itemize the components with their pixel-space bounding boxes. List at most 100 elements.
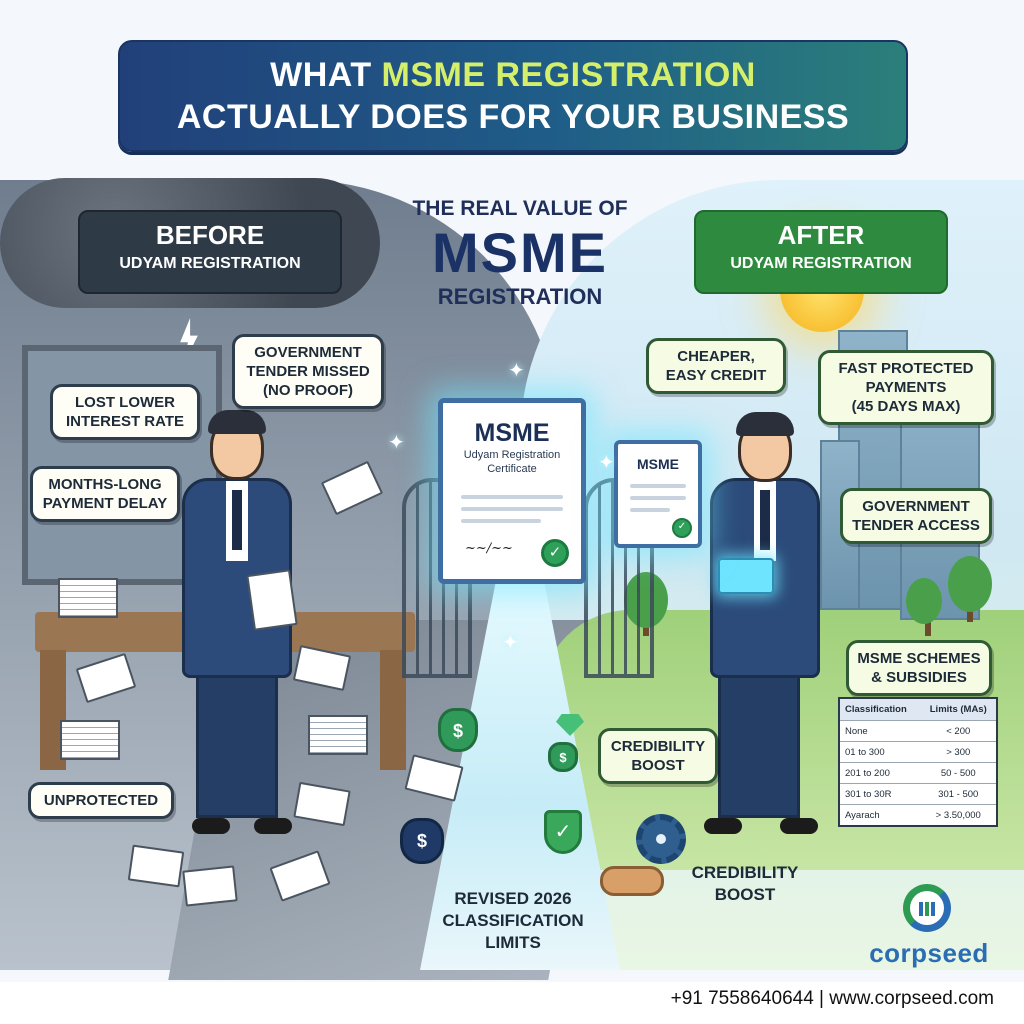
before-sublabel: UDYAM REGISTRATION <box>119 255 301 272</box>
logo-bars-icon <box>919 902 935 916</box>
shoe <box>704 818 742 834</box>
footer <box>0 982 1024 1024</box>
table-row: None < 200 <box>840 720 996 741</box>
desk-leg <box>380 650 406 770</box>
person-hair <box>736 412 794 436</box>
scattered-paper <box>182 865 238 907</box>
person-hair <box>208 410 266 434</box>
classification-table: Classification Limits (MAs) None < 200 0… <box>838 697 998 827</box>
held-paper <box>246 569 298 631</box>
person-tie <box>232 490 242 550</box>
table-cell: 50 - 500 <box>940 767 976 779</box>
tablet-icon <box>718 558 774 594</box>
text-line: CREDIBILITY <box>691 863 799 882</box>
small-certificate-title: MSME <box>637 456 679 472</box>
brand-name: corpseed <box>869 938 989 968</box>
sparkle-icon: ✦ <box>598 452 615 474</box>
msme-certificate: MSME Udyam Registration Certificate ~~/~… <box>438 398 586 584</box>
table-row: 201 to 200 50 - 500 <box>840 762 996 783</box>
money-bag-icon: $ <box>438 708 478 752</box>
fast-payments-bubble: FAST PROTECTED PAYMENTS (45 DAYS MAX) <box>818 350 994 425</box>
text-line <box>461 519 541 523</box>
paper-stack <box>308 715 368 755</box>
credibility-boost-text: CREDIBILITY BOOST <box>680 862 810 906</box>
bubble-line: MSME SCHEMES <box>857 650 981 667</box>
paper-stack <box>58 578 118 618</box>
gear-icon <box>636 814 686 864</box>
after-label: AFTER <box>777 220 865 250</box>
table-cell: 01 to 300 <box>845 746 885 758</box>
title-line-2: ACTUALLY DOES FOR YOUR BUSINESS <box>176 98 850 136</box>
table-cell: > 3.50,000 <box>935 809 981 821</box>
center-title: THE REAL VALUE OF MSME REGISTRATION <box>360 196 680 310</box>
table-cell: > 300 <box>946 746 971 758</box>
cheaper-credit-bubble: CHEAPER, EASY CREDIT <box>646 338 786 394</box>
bubble-line: GOVERNMENT <box>862 498 970 515</box>
title-line-1: WHAT MSME REGISTRATION <box>120 54 906 96</box>
table-cell: < 200 <box>946 725 971 737</box>
small-certificate: MSME ✓ <box>614 440 702 548</box>
bubble-line: PAYMENT DELAY <box>42 495 168 512</box>
shoe <box>254 818 292 834</box>
schemes-bubble: MSME SCHEMES & SUBSIDIES <box>846 640 992 696</box>
payment-delay-bubble: MONTHS-LONG PAYMENT DELAY <box>30 466 180 522</box>
check-seal-icon: ✓ <box>541 539 569 567</box>
tree-icon <box>906 578 942 624</box>
text-line <box>630 484 686 488</box>
person-tie <box>760 490 770 550</box>
title-prefix: WHAT <box>270 56 382 94</box>
table-header-row: Classification Limits (MAs) <box>840 699 996 720</box>
text-line: BOOST <box>714 885 776 904</box>
money-bag-icon: $ <box>400 818 444 864</box>
after-heading: AFTER UDYAM REGISTRATION <box>694 210 948 294</box>
bubble-line: CREDIBILITY <box>610 738 706 755</box>
bubble-line: (45 DAYS MAX) <box>851 398 961 415</box>
bubble-line: CHEAPER, <box>677 348 755 365</box>
seal-icon: ✓ <box>672 518 692 538</box>
center-title-line-1: THE REAL VALUE OF <box>412 197 628 220</box>
certificate-subtitle: Certificate <box>487 463 537 475</box>
text-line <box>461 495 563 499</box>
table-header: Limits (MAs) <box>929 704 987 715</box>
center-title-line-2: MSME <box>432 221 608 284</box>
bubble-line: & SUBSIDIES <box>871 669 967 686</box>
text-line <box>461 507 563 511</box>
shield-check-icon: ✓ <box>544 810 582 854</box>
table-header: Classification <box>845 704 907 715</box>
table-row: 301 to 30R 301 - 500 <box>840 783 996 804</box>
table-cell: 301 - 500 <box>938 788 979 800</box>
scattered-paper <box>127 844 185 888</box>
contact-info: +91 7558640644 | www.corpseed.com <box>670 988 994 1009</box>
table-cell: None <box>845 725 868 737</box>
text-line <box>630 508 670 512</box>
paper-stack <box>60 720 120 760</box>
bubble-line: UNPROTECTED <box>43 792 159 809</box>
bubble-line: EASY CREDIT <box>665 367 767 384</box>
bubble-line: LOST LOWER <box>75 394 175 411</box>
bubble-line: GOVERNMENT <box>254 344 362 361</box>
before-heading: BEFORE UDYAM REGISTRATION <box>78 210 342 294</box>
text-line: LIMITS <box>485 933 541 952</box>
tender-access-bubble: GOVERNMENT TENDER ACCESS <box>840 488 992 544</box>
center-title-line-3: REGISTRATION <box>437 284 603 309</box>
table-cell: Ayarach <box>845 809 880 821</box>
shoe <box>192 818 230 834</box>
text-line: CLASSIFICATION <box>442 911 584 930</box>
bubble-line: INTEREST RATE <box>65 413 185 430</box>
table-row: Ayarach > 3.50,000 <box>840 804 996 825</box>
certificate-title: MSME <box>474 419 550 447</box>
revised-limits-text: REVISED 2026 CLASSIFICATION LIMITS <box>428 888 598 954</box>
title-banner: WHAT MSME REGISTRATION ACTUALLY DOES FOR… <box>118 40 908 152</box>
credibility-bubble: CREDIBILITY BOOST <box>598 728 718 784</box>
table-cell: 301 to 30R <box>845 788 892 800</box>
bubble-line: FAST PROTECTED <box>838 360 974 377</box>
before-label: BEFORE <box>155 220 265 250</box>
handshake-icon <box>600 866 664 896</box>
title-highlight: MSME REGISTRATION <box>381 56 756 94</box>
coin-bag-icon: $ <box>548 742 578 772</box>
table-row: 01 to 300 > 300 <box>840 741 996 762</box>
bubble-line: (NO PROOF) <box>263 382 353 399</box>
text-line <box>630 496 686 500</box>
sparkle-icon: ✦ <box>502 632 519 654</box>
